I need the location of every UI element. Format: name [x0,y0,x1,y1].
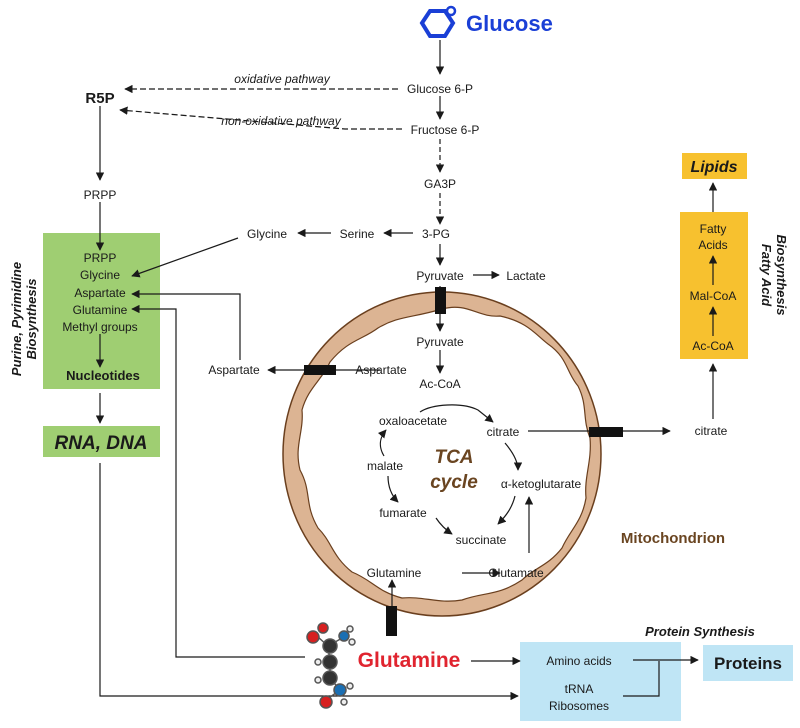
nucleotide-item-glutamine: Glutamine [73,303,128,317]
citrate-label: citrate [487,425,520,439]
fumarate-label: fumarate [379,506,427,520]
purine-side-label-1: Purine, Pyrimidine [9,262,24,376]
mito-acetyl-coa-label: Ac-CoA [419,377,460,391]
pyruvate-transporter [435,287,446,314]
oxidative-pathway-label: oxidative pathway [234,72,330,86]
labels: Glucose Glucose 6-P Fructose 6-P GA3P 3-… [9,11,789,713]
transporters [304,287,623,636]
protein-synthesis-title: Protein Synthesis [645,624,755,639]
aspartate-export-label: Aspartate [208,363,260,377]
oxaloacetate-label: oxaloacetate [379,414,447,428]
fatty-acid-side-label-1: Fatty Acid [759,244,774,307]
non-oxidative-pathway-label: non-oxidative pathway [221,114,341,128]
glutamine-main-label: Glutamine [358,649,461,672]
protein-synthesis-box [520,642,681,721]
fatty-acids-label-2: Acids [698,238,727,252]
fatty-acid-box [680,212,748,359]
3pg-label: 3-PG [422,227,450,241]
succinate-label: succinate [456,533,507,547]
citrate-transporter [589,427,623,437]
nucleotide-item-prpp: PRPP [84,251,117,265]
mitochondrion-inner-membrane [297,306,591,602]
nucleotide-item-glycine: Glycine [80,268,120,282]
mito-glutamate-label: Glutamate [488,566,544,580]
amino-acids-label: Amino acids [546,654,611,668]
glucose-6p-label: Glucose 6-P [407,82,473,96]
lactate-label: Lactate [506,269,546,283]
serine-label: Serine [340,227,375,241]
glucose-label: Glucose [466,11,553,36]
tca-label-1: TCA [434,447,473,468]
mito-aspartate-label: Aspartate [355,363,407,377]
lipids-title-box [682,153,747,179]
rna-dna-box [43,426,160,457]
ribosomes-label: Ribosomes [549,699,609,713]
rna-dna-label: RNA, DNA [55,433,148,454]
proteins-box [703,645,793,681]
tca-label-2: cycle [430,472,478,493]
purine-side-label-2: Biosynthesis [24,279,39,360]
fatty-acid-side-label-2: Biosynthesis [774,235,789,316]
ga3p-label: GA3P [424,177,456,191]
mito-glutamine-label: Glutamine [367,566,422,580]
nucleotides-label: Nucleotides [66,368,140,383]
glutamine-transporter [386,606,397,636]
glycine-label: Glycine [247,227,287,241]
nucleotide-item-methyl: Methyl groups [62,320,137,334]
aspartate-transporter [304,365,336,375]
mitochondrion [282,291,602,617]
pyruvate-label: Pyruvate [416,269,464,283]
proteins-label: Proteins [714,654,782,673]
mitochondrion-label: Mitochondrion [621,530,725,547]
mal-coa-label: Mal-CoA [690,289,737,303]
fructose-6p-label: Fructose 6-P [411,123,480,137]
hexagon-ring-icon [419,5,457,38]
alpha-ketoglutarate-label: α-ketoglutarate [501,477,582,491]
ac-coa-label: Ac-CoA [692,339,733,353]
fatty-acids-label-1: Fatty [700,222,727,236]
nucleotide-item-aspartate: Aspartate [74,286,126,300]
ball-and-stick-molecule-icon [306,622,356,709]
r5p-label: R5P [85,90,114,107]
mito-pyruvate-label: Pyruvate [416,335,464,349]
prpp-label: PRPP [84,188,117,202]
lipids-label: Lipids [690,159,737,176]
citrate-export-label: citrate [695,424,728,438]
arrows [95,40,718,701]
trna-label: tRNA [565,682,594,696]
malate-label: malate [367,459,403,473]
